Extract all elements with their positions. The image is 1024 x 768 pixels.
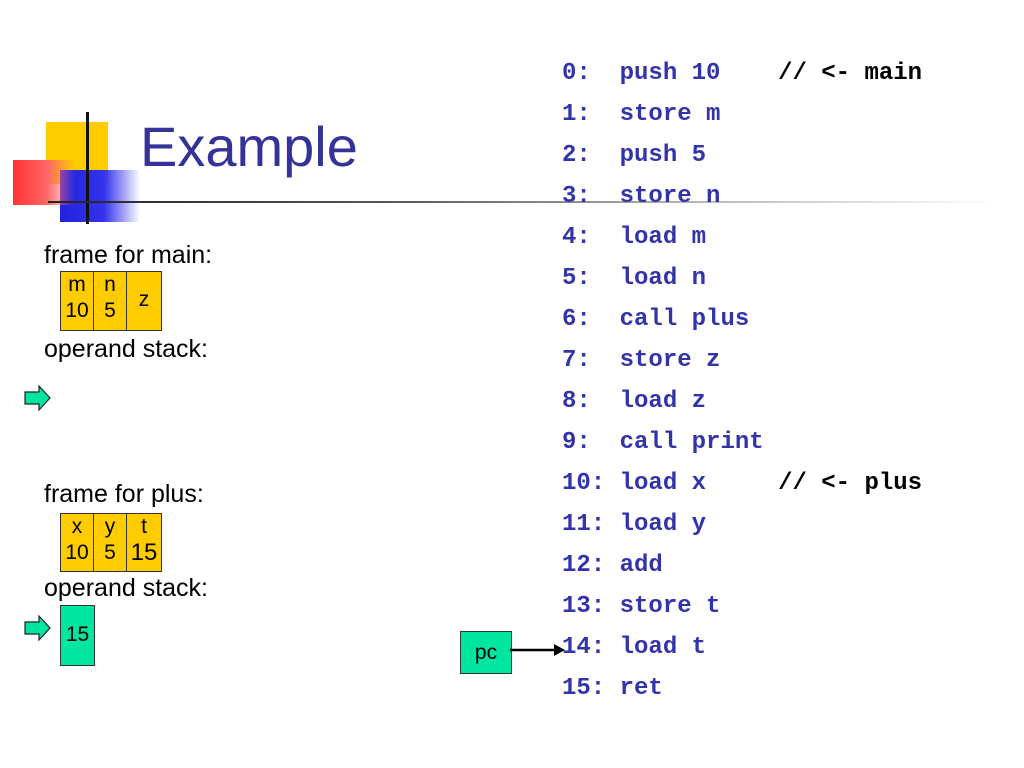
- program-counter-box: pc: [460, 631, 512, 674]
- plus-frame-cell-x: x 10: [60, 513, 94, 572]
- cell-name: m: [68, 273, 86, 296]
- cell-value: 5: [104, 541, 116, 564]
- instruction: ret: [619, 675, 663, 702]
- line-number: 3:: [562, 183, 591, 210]
- code-line: 11: load y: [562, 507, 922, 548]
- plus-frame-cell-t: t 15: [126, 513, 162, 572]
- code-line: 6: call plus: [562, 302, 922, 343]
- line-number: 5:: [562, 265, 591, 292]
- line-number: 13:: [562, 593, 606, 620]
- line-number: 2:: [562, 142, 591, 169]
- code-line: 3: store n: [562, 179, 922, 220]
- logo-vertical-line: [86, 112, 89, 224]
- main-stack-pointer-arrow-icon: [24, 384, 51, 412]
- code-line: 5: load n: [562, 261, 922, 302]
- code-line: 12: add: [562, 548, 922, 589]
- code-line: 0: push 10 // <- main: [562, 56, 922, 97]
- line-number: 1:: [562, 101, 591, 128]
- plus-frame-cell-y: y 5: [93, 513, 127, 572]
- main-frame-cell-z: z: [126, 271, 162, 331]
- plus-stack-pointer-arrow-icon: [24, 614, 51, 642]
- code-comment: // <- plus: [778, 470, 923, 497]
- cell-name: t: [141, 515, 147, 538]
- cell-name: z: [138, 288, 150, 311]
- instruction: push 10: [619, 60, 721, 87]
- code-line: 8: load z: [562, 384, 922, 425]
- instruction: push 5: [619, 142, 707, 169]
- instruction: load z: [619, 388, 707, 415]
- cell-value: 10: [65, 299, 89, 322]
- cell-name: y: [104, 515, 116, 538]
- code-line: 2: push 5: [562, 138, 922, 179]
- code-line: 7: store z: [562, 343, 922, 384]
- instruction: load x: [619, 470, 707, 497]
- code-line-current: 14: load t: [562, 630, 922, 671]
- code-comment: // <- main: [778, 60, 923, 87]
- line-number: 12:: [562, 552, 606, 579]
- cell-name: n: [104, 273, 116, 296]
- line-number: 14:: [562, 634, 606, 661]
- plus-operand-stack-label: operand stack:: [44, 574, 208, 602]
- line-number: 7:: [562, 347, 591, 374]
- cell-name: x: [71, 515, 83, 538]
- instruction: load y: [619, 511, 707, 538]
- line-number: 15:: [562, 675, 606, 702]
- line-number: 4:: [562, 224, 591, 251]
- code-line: 4: load m: [562, 220, 922, 261]
- line-number: 11:: [562, 511, 606, 538]
- instruction: call print: [619, 429, 764, 456]
- instruction: load m: [619, 224, 707, 251]
- line-number: 6:: [562, 306, 591, 333]
- slide-title: Example: [140, 115, 358, 178]
- code-line: 13: store t: [562, 589, 922, 630]
- main-frame-cell-m: m 10: [60, 271, 94, 331]
- plus-frame-label: frame for plus:: [44, 480, 204, 508]
- line-number: 10:: [562, 470, 606, 497]
- instruction: call plus: [619, 306, 750, 333]
- code-line: 15: ret: [562, 671, 922, 712]
- program-counter-arrow-icon: [510, 644, 565, 656]
- line-number: 0:: [562, 60, 591, 87]
- line-number: 9:: [562, 429, 591, 456]
- cell-value: 15: [130, 539, 158, 566]
- line-number: 8:: [562, 388, 591, 415]
- main-frame-label: frame for main:: [44, 241, 213, 269]
- code-listing: 0: push 10 // <- main 1: store m 2: push…: [562, 56, 922, 712]
- main-frame-cell-n: n 5: [93, 271, 127, 331]
- instruction: store z: [619, 347, 721, 374]
- instruction: load n: [619, 265, 707, 292]
- cell-value: 5: [104, 299, 116, 322]
- instruction: store n: [619, 183, 721, 210]
- code-line: 10: load x // <- plus: [562, 466, 922, 507]
- code-line: 1: store m: [562, 97, 922, 138]
- instruction: store m: [619, 101, 721, 128]
- plus-operand-stack-entry: 15: [60, 605, 95, 666]
- logo-red-square: [13, 160, 75, 205]
- instruction: load t: [619, 634, 707, 661]
- instruction: add: [619, 552, 663, 579]
- title-underline: [48, 201, 998, 203]
- instruction: store t: [619, 593, 721, 620]
- main-operand-stack-label: operand stack:: [44, 335, 208, 363]
- code-line: 9: call print: [562, 425, 922, 466]
- cell-value: 10: [65, 541, 89, 564]
